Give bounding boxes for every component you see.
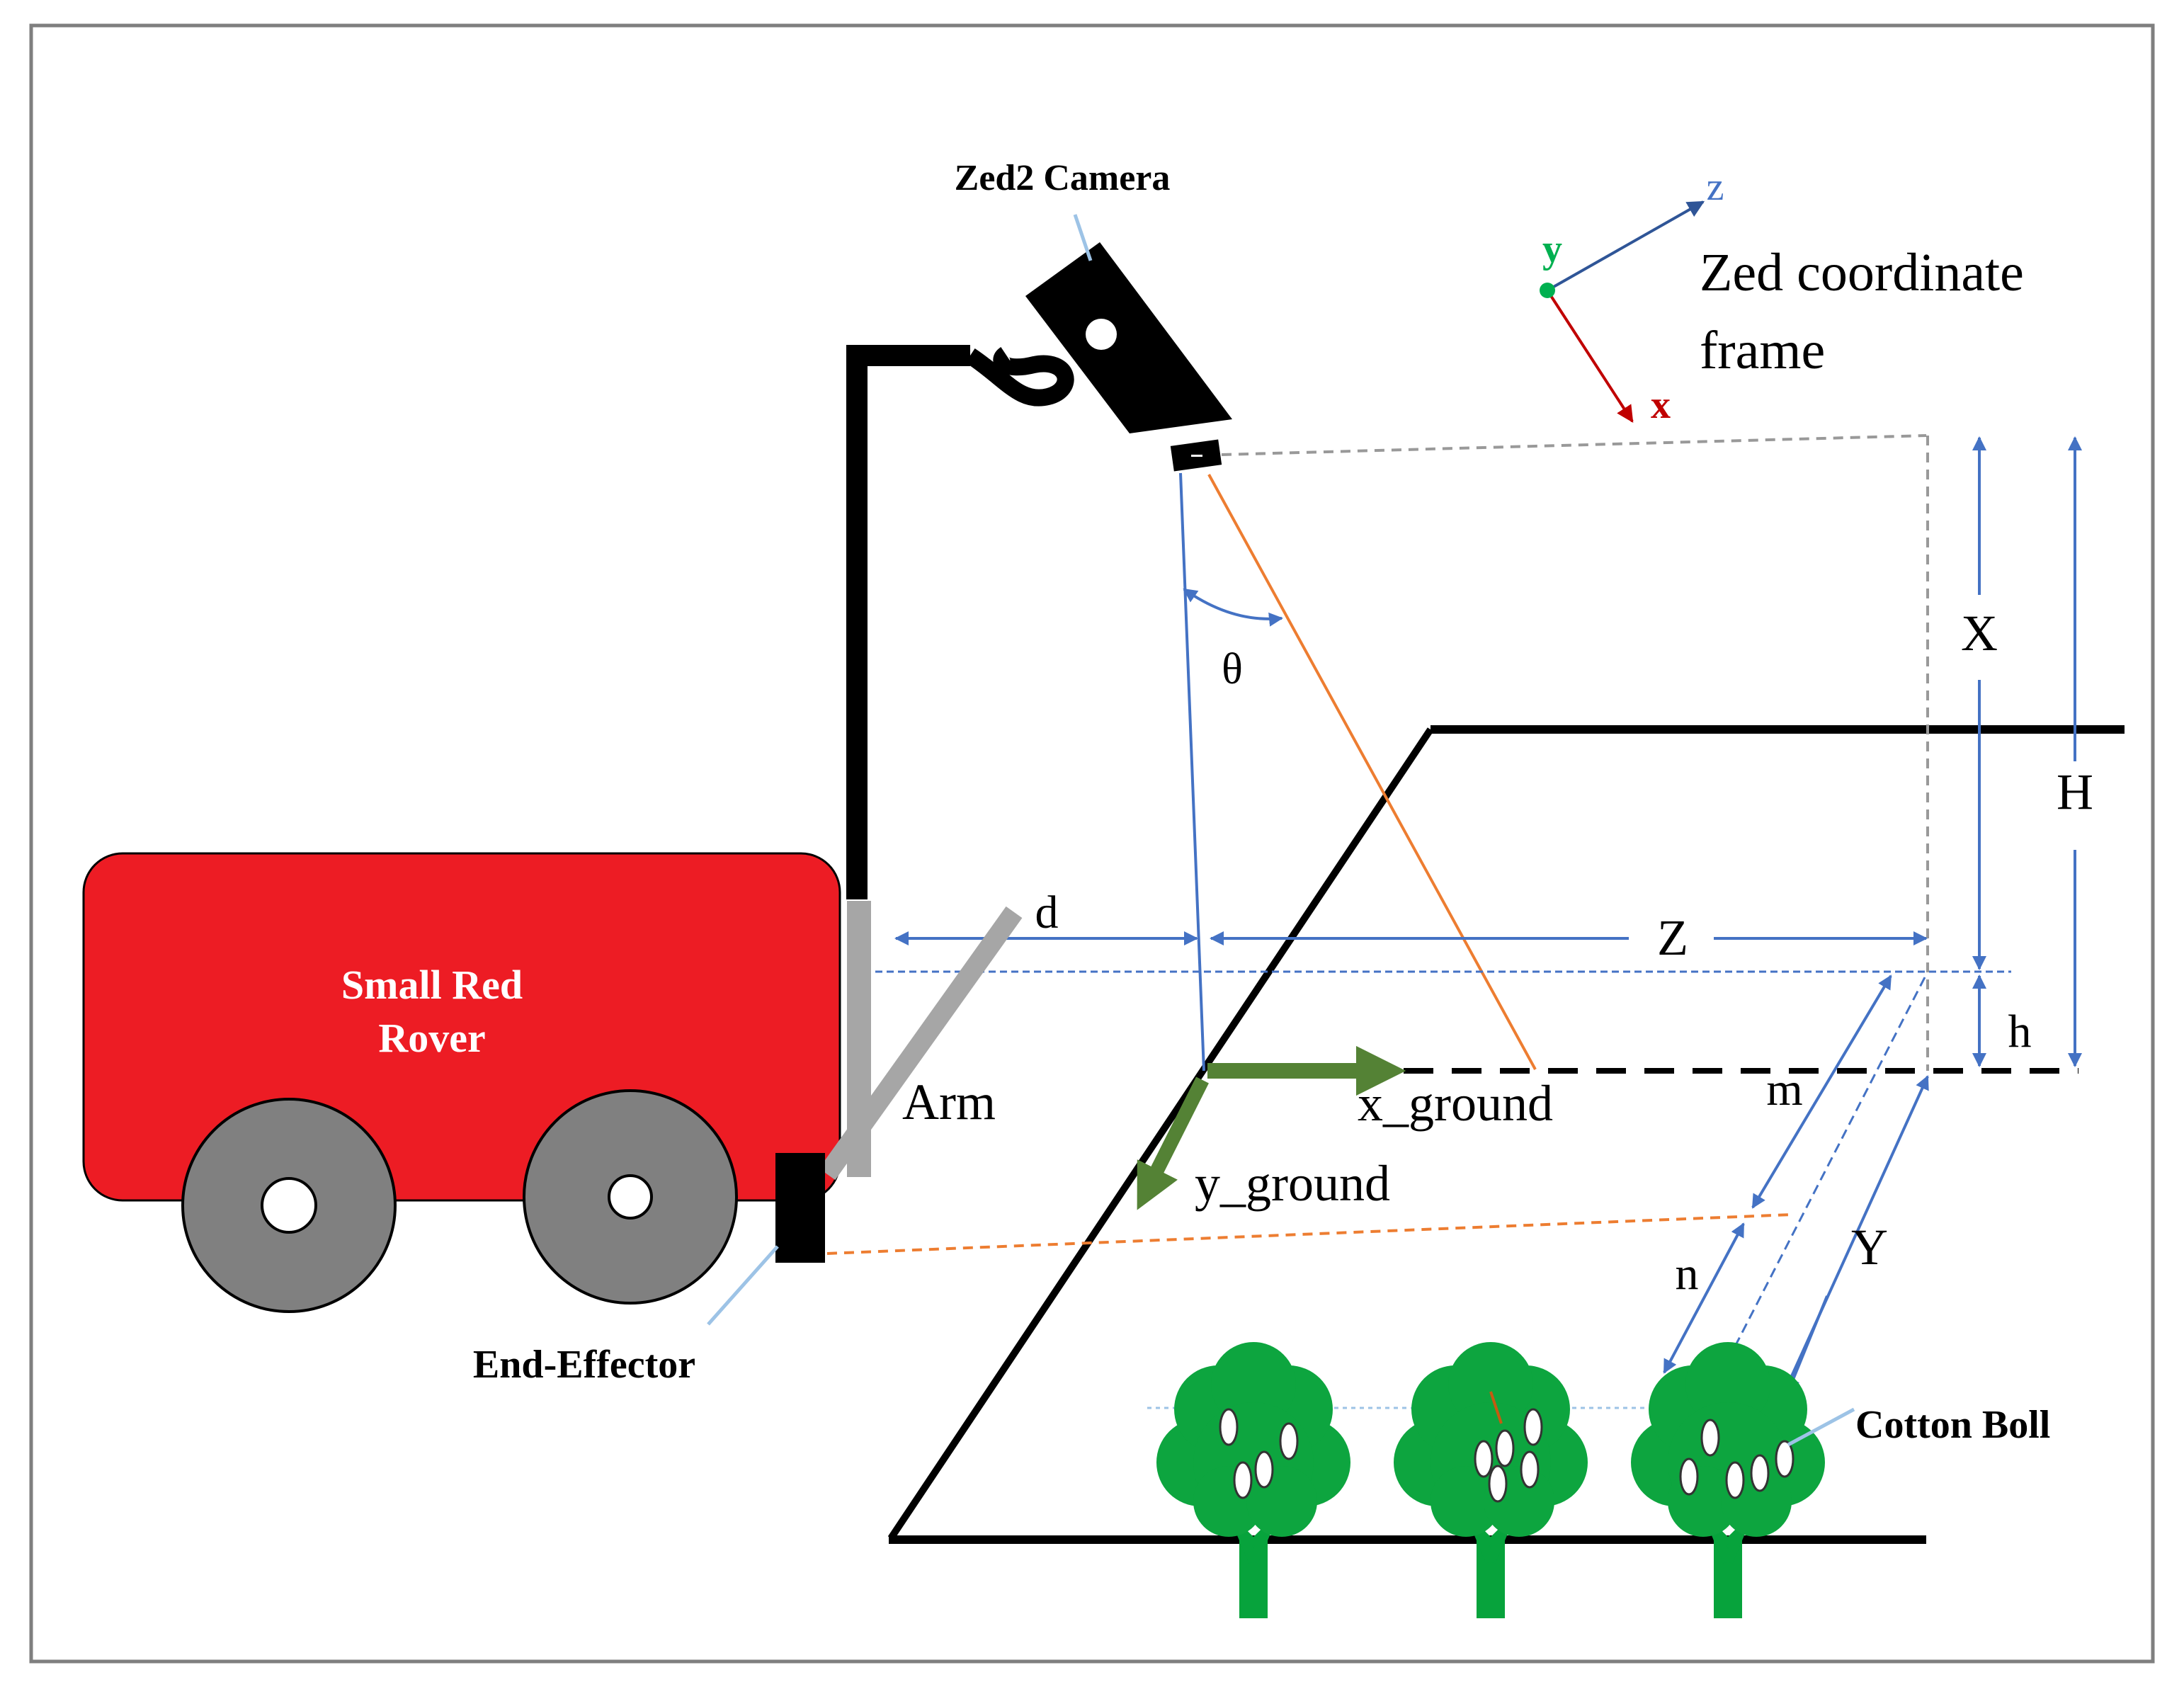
coord-frame-title-line1: Zed coordinate	[1700, 243, 2024, 302]
theta-arc	[1183, 588, 1283, 627]
robot-arm	[819, 901, 1023, 1181]
end-effector-label: End-Effector	[473, 1343, 695, 1387]
dimension-n-label: n	[1676, 1248, 1699, 1300]
end-effector	[775, 1153, 825, 1263]
dimension-m-label: m	[1766, 1064, 1802, 1115]
x-ground-label: x_ground	[1358, 1075, 1553, 1132]
camera-bracket	[965, 347, 1074, 407]
cotton-plant	[1394, 1342, 1588, 1618]
y-ground-label: y_ground	[1195, 1155, 1390, 1212]
arm-label: Arm	[902, 1074, 996, 1130]
rover-label-line2: Rover	[378, 1015, 485, 1061]
zed2-camera	[1025, 242, 1232, 472]
camera-ray	[1207, 474, 1537, 1070]
cotton-projection-line	[1732, 977, 1926, 1350]
camera-vertical-line	[1179, 472, 1205, 1072]
figure-border	[29, 23, 2155, 1664]
camera-label: Zed2 Camera	[955, 158, 1171, 198]
axis-z-label: z	[1707, 165, 1724, 209]
theta-label: θ	[1222, 645, 1243, 693]
dimension-Y-bottom	[1786, 1295, 1828, 1393]
dimension-n	[1663, 1222, 1745, 1374]
dimension-d-label: d	[1035, 887, 1059, 938]
camera-mount-post	[846, 345, 970, 899]
end-effector-projection-line	[826, 1213, 1792, 1255]
rover	[82, 852, 841, 1313]
cotton-plant	[1156, 1342, 1350, 1618]
dimension-z-label: Z	[1657, 909, 1688, 966]
cotton-boll-label: Cotton Boll	[1855, 1403, 2050, 1447]
axis-y-label: y	[1542, 227, 1562, 271]
dimension-H-label: H	[2057, 763, 2093, 820]
end-effector-leader	[707, 1245, 779, 1326]
cotton-plant	[1631, 1342, 1825, 1618]
dimension-m	[1751, 974, 1892, 1209]
dimension-Y-label: Y	[1851, 1219, 1888, 1275]
dimension-x-label: X	[1961, 605, 1998, 661]
rover-label-line1: Small Red	[341, 962, 523, 1008]
coord-frame-title-line2: frame	[1700, 321, 1825, 380]
axis-x-label: x	[1651, 383, 1671, 427]
y-ground-arrow	[1137, 1076, 1209, 1210]
dimension-h-label: h	[2008, 1006, 2032, 1057]
camera-leader-line	[1073, 214, 1093, 261]
cotton-boll-leader	[1787, 1407, 1855, 1447]
zed-coordinate-axes	[1540, 200, 1705, 424]
top-reference-line	[1221, 434, 1927, 456]
